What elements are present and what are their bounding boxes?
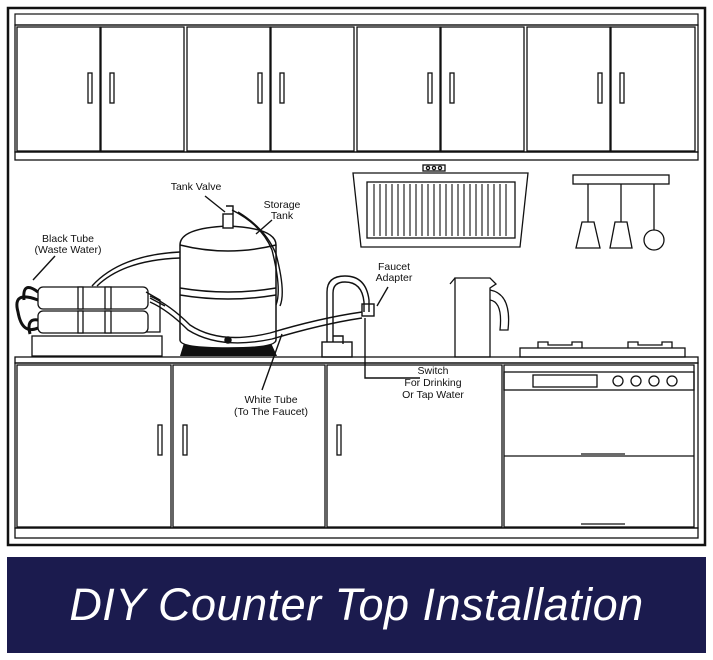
white-tube-label-line1: White Tube [244, 394, 297, 406]
tank-valve [222, 205, 234, 229]
leader-lines [32, 195, 420, 391]
upper-cabinets [14, 24, 699, 161]
storage-tank-label-line1: Storage [264, 199, 301, 211]
switch-label-line3: Or Tap Water [402, 389, 464, 401]
ceiling-strip [14, 13, 699, 26]
faucet [321, 275, 375, 358]
kettle [449, 277, 510, 358]
faucet-adapter-label-line2: Adapter [376, 272, 413, 284]
switch-label-line1: Switch [418, 365, 449, 377]
range-hood-vents [373, 184, 507, 236]
black-tube-label-line2: (Waste Water) [35, 244, 102, 256]
tank-valve-label: Tank Valve [171, 181, 222, 193]
diagram-svg: Tank Valve Storage Tank Black Tube (Wast… [6, 6, 707, 547]
outer-frame [6, 6, 707, 547]
storage-tank-label-line2: Tank [271, 210, 294, 222]
title-banner: DIY Counter Top Installation [7, 557, 706, 653]
storage-tank [179, 225, 277, 349]
gas-stove [519, 341, 686, 358]
range-hood [352, 164, 529, 248]
tubes [91, 209, 363, 344]
kitchen-installation-diagram: Tank Valve Storage Tank Black Tube (Wast… [6, 6, 707, 547]
countertop [14, 356, 699, 364]
banner-title: DIY Counter Top Installation [69, 579, 644, 630]
switch-label-line2: For Drinking [404, 377, 461, 389]
oven-unit [503, 364, 695, 528]
utensil-rack [572, 174, 670, 251]
black-tube-coil [15, 286, 39, 335]
faucet-adapter-label-line1: Faucet [378, 261, 410, 273]
black-tube-label-line1: Black Tube [42, 233, 94, 245]
white-tube-label-line2: (To The Faucet) [234, 406, 308, 418]
lower-cabinets [14, 362, 699, 539]
filter-unit [31, 286, 166, 357]
